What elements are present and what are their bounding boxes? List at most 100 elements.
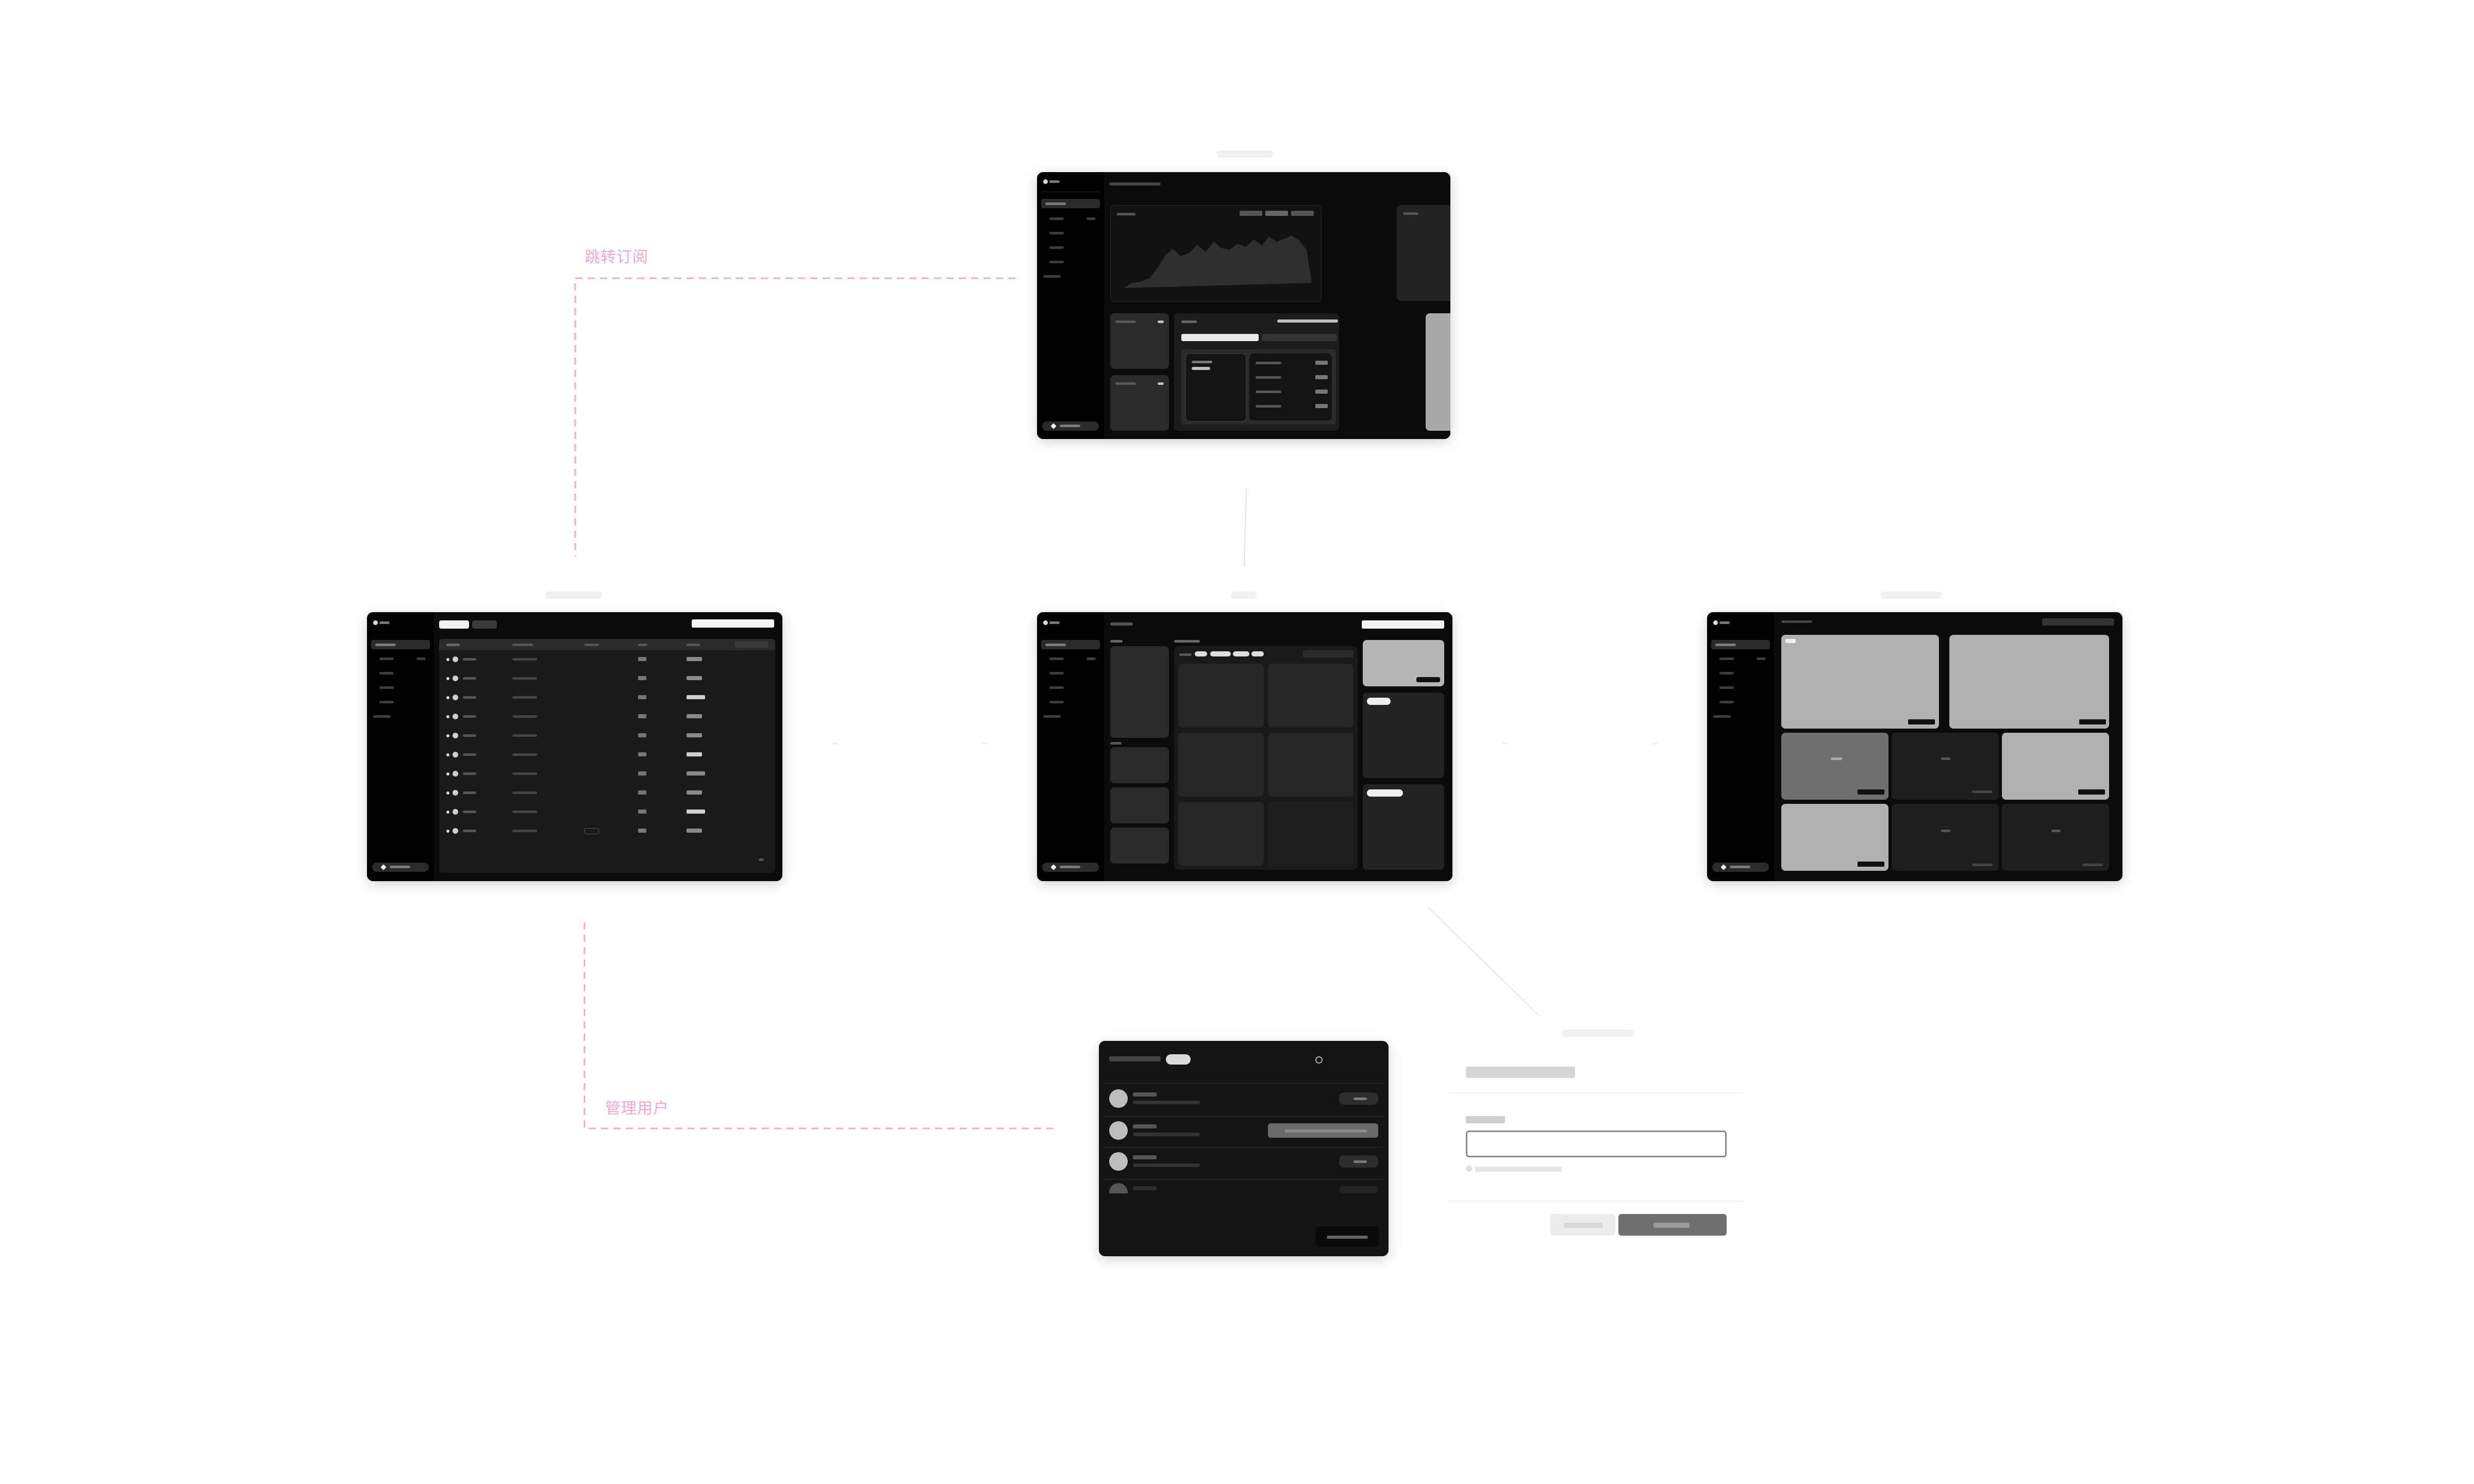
filter-chip[interactable] (1210, 651, 1231, 656)
range-button[interactable] (1265, 211, 1288, 216)
table-row[interactable] (439, 805, 775, 820)
sidebar-item[interactable] (379, 701, 394, 703)
filter-chip[interactable] (1195, 651, 1207, 656)
sidebar-item[interactable] (1049, 246, 1064, 249)
sidebar-item[interactable] (1719, 657, 1734, 660)
tab-active[interactable] (1181, 334, 1259, 341)
sidebar-item[interactable] (373, 715, 391, 718)
sidebar-item[interactable] (1049, 701, 1064, 703)
sidebar-item[interactable] (1049, 657, 1064, 660)
filter-input[interactable] (735, 642, 768, 648)
search-icon[interactable] (1315, 1056, 1323, 1064)
tab[interactable] (472, 620, 497, 629)
task-card[interactable] (1268, 664, 1353, 728)
gallery-tile[interactable] (1781, 733, 1888, 800)
promo-button[interactable] (1416, 677, 1440, 682)
sidebar-item[interactable] (379, 686, 394, 689)
project-item[interactable] (1110, 828, 1169, 864)
task-card[interactable] (1268, 733, 1353, 797)
sidebar-item-active[interactable] (1041, 199, 1100, 208)
status-toggle[interactable] (584, 828, 599, 834)
table-row[interactable] (439, 767, 775, 782)
range-button[interactable] (1291, 211, 1314, 216)
sidebar-item[interactable] (1713, 715, 1731, 718)
connector-jump-order (574, 277, 1015, 556)
avatar (453, 771, 458, 777)
sidebar (367, 612, 434, 881)
dashboard-screen (1037, 172, 1450, 439)
row-checkbox[interactable] (446, 811, 449, 814)
table-row[interactable] (439, 748, 775, 763)
table-main (434, 612, 782, 881)
sidebar-item[interactable] (1719, 672, 1734, 674)
row-checkbox[interactable] (446, 753, 449, 756)
search-input[interactable] (1303, 650, 1353, 657)
status-badge (687, 829, 702, 833)
sidebar-item[interactable] (1049, 261, 1064, 263)
text-field[interactable] (1466, 1131, 1727, 1157)
status-badge (687, 657, 702, 661)
row-checkbox[interactable] (446, 772, 449, 775)
row-checkbox[interactable] (446, 715, 449, 718)
row-checkbox[interactable] (446, 658, 449, 661)
sidebar-item[interactable] (379, 672, 394, 674)
gallery-screen (1707, 612, 2122, 881)
avatar (453, 695, 458, 700)
logo-icon (1043, 620, 1048, 625)
project-item[interactable] (1110, 787, 1169, 823)
filter-chip[interactable] (1251, 651, 1264, 656)
tab[interactable] (1262, 334, 1337, 341)
gallery-tile[interactable] (1949, 635, 2109, 729)
sidebar-item-active[interactable] (1711, 640, 1770, 649)
project-item[interactable] (1110, 747, 1169, 783)
gallery-search[interactable] (2042, 618, 2114, 626)
gallery-tile[interactable] (1892, 733, 1999, 800)
form-dialog (1449, 1051, 1743, 1257)
table-row[interactable] (439, 786, 775, 801)
tab-active[interactable] (439, 620, 469, 629)
helper-text (1475, 1167, 1562, 1172)
manage-users-modal (1099, 1041, 1389, 1256)
table-row[interactable] (439, 652, 775, 668)
table-row[interactable] (439, 729, 775, 744)
sidebar-item[interactable] (1049, 672, 1064, 674)
avatar (453, 714, 458, 719)
row-checkbox[interactable] (446, 791, 449, 795)
row-checkbox[interactable] (446, 830, 449, 833)
task-card[interactable] (1178, 664, 1264, 728)
row-checkbox[interactable] (446, 734, 449, 737)
connector-dashboard-workspace (1244, 489, 1247, 567)
sidebar-item[interactable] (379, 657, 394, 660)
row-checkbox[interactable] (446, 696, 449, 699)
table-row[interactable] (439, 690, 775, 706)
project-preview[interactable] (1110, 646, 1169, 738)
gallery-tile[interactable] (1781, 804, 1888, 871)
sidebar-item[interactable] (1049, 686, 1064, 689)
gallery-tile[interactable] (2002, 804, 2109, 871)
sidebar-item[interactable] (1049, 232, 1064, 234)
avatar (453, 733, 458, 738)
table-row[interactable] (439, 671, 775, 687)
filter-chip[interactable] (1233, 651, 1249, 656)
sidebar-item[interactable] (1049, 217, 1064, 220)
sidebar-item[interactable] (1719, 686, 1734, 689)
sidebar-item[interactable] (1043, 275, 1061, 278)
status-badge (687, 752, 702, 756)
sidebar-item[interactable] (1719, 701, 1734, 703)
row-checkbox[interactable] (446, 677, 449, 680)
sidebar-item-active[interactable] (1041, 640, 1100, 649)
gallery-tile[interactable] (1892, 804, 1999, 871)
task-card[interactable] (1178, 733, 1264, 797)
gallery-tile[interactable] (1781, 635, 1939, 729)
table-row[interactable] (439, 824, 775, 839)
search-input[interactable] (692, 619, 774, 628)
range-button[interactable] (1240, 211, 1262, 216)
primary-action-button[interactable] (1362, 620, 1444, 629)
sidebar-item[interactable] (1043, 715, 1061, 718)
table-row[interactable] (439, 710, 775, 725)
sidebar-item-active[interactable] (371, 640, 430, 649)
field-label (1466, 1116, 1505, 1123)
avatar (1109, 1121, 1128, 1140)
task-card[interactable] (1178, 802, 1264, 866)
gallery-tile[interactable] (2002, 733, 2109, 800)
